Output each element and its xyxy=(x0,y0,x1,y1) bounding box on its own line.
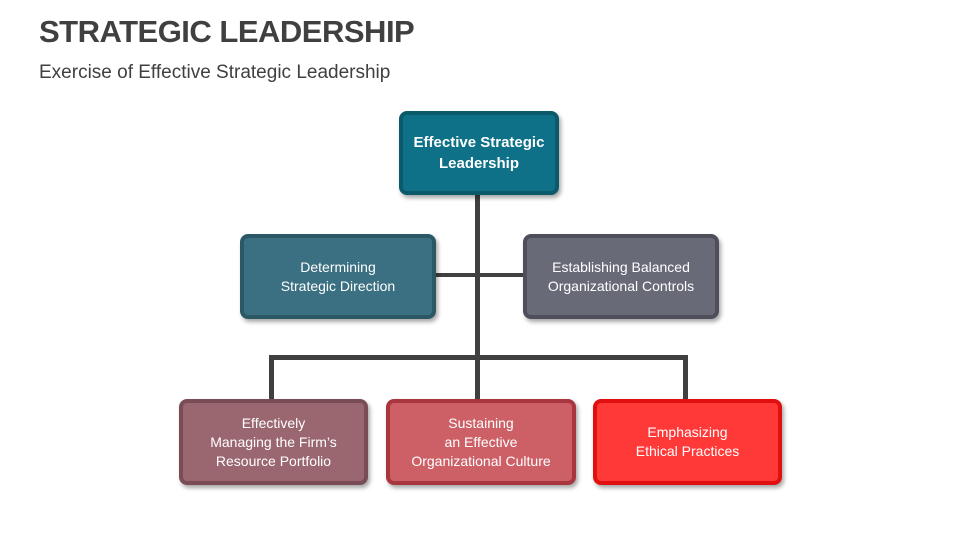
box-label: Determining Strategic Direction xyxy=(280,258,396,294)
connector-drop-center xyxy=(475,355,480,401)
box-determining-strategic-direction: Determining Strategic Direction xyxy=(240,234,436,319)
connector-drop-left xyxy=(269,355,274,401)
box-label: Sustaining an Effective Organizational C… xyxy=(411,414,551,469)
page-title: STRATEGIC LEADERSHIP xyxy=(39,14,415,49)
root-box-effective-strategic-leadership: Effective Strategic Leadership xyxy=(399,111,559,195)
page-subtitle: Exercise of Effective Strategic Leadersh… xyxy=(39,62,391,83)
box-emphasizing-ethical-practices: Emphasizing Ethical Practices xyxy=(593,399,782,485)
root-box-label: Effective Strategic Leadership xyxy=(413,134,545,172)
box-label: Establishing Balanced Organizational Con… xyxy=(547,258,695,294)
connector-drop-right xyxy=(683,355,688,401)
box-label: Emphasizing Ethical Practices xyxy=(635,424,740,459)
connector-middle-horizontal xyxy=(434,273,526,277)
box-label: Effectively Managing the Firm’s Resource… xyxy=(210,414,337,469)
box-establishing-balanced-controls: Establishing Balanced Organizational Con… xyxy=(523,234,719,319)
box-managing-resource-portfolio: Effectively Managing the Firm’s Resource… xyxy=(179,399,368,485)
box-sustaining-organizational-culture: Sustaining an Effective Organizational C… xyxy=(386,399,576,485)
